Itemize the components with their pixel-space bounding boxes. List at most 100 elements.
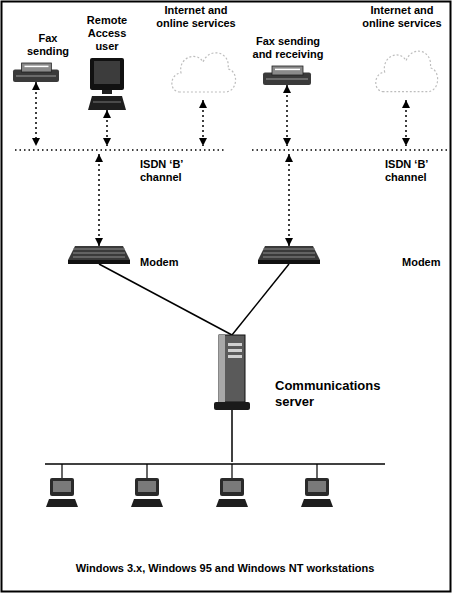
- modem-stripe: [263, 257, 315, 258]
- keyboard: [88, 96, 126, 110]
- device-node: Modem: [68, 246, 130, 264]
- modem-stripe: [73, 253, 125, 254]
- lan-drop: [146, 464, 147, 478]
- workstation-keyboard: [46, 499, 78, 507]
- cloud-outline: [376, 51, 438, 92]
- label-block: Internet and online services: [357, 4, 447, 30]
- lan-drop: [61, 464, 62, 478]
- device-node: Windows 3.x, Windows 95 and Windows NT w…: [30, 462, 420, 532]
- band-icon: [252, 146, 448, 154]
- label-block: Fax sending and receiving: [246, 35, 330, 61]
- isdn-link: [288, 154, 290, 246]
- screen: [94, 61, 120, 84]
- label-block: Windows 3.x, Windows 95 and Windows NT w…: [5, 562, 445, 575]
- monitor: [90, 58, 124, 90]
- label-block: ISDN ‘B’ channel: [140, 158, 202, 184]
- keyboard-row: [93, 102, 121, 103]
- label-block: ISDN ‘B’ channel: [385, 158, 445, 184]
- label-block: Modem: [402, 256, 446, 269]
- drive-slot: [228, 343, 242, 346]
- device-label: Internet and online services: [151, 4, 241, 30]
- server-icon: [214, 335, 250, 410]
- label-block: Fax sending: [20, 32, 76, 58]
- modem-icon: [68, 246, 130, 264]
- computer-icon: [88, 58, 126, 110]
- modem-stripe: [73, 249, 125, 250]
- paper-slot: [24, 66, 48, 68]
- label-block: Modem: [140, 256, 200, 269]
- workstation-monitor: [135, 478, 159, 496]
- drive-slot: [228, 349, 242, 352]
- isdn-line: [252, 149, 448, 151]
- device-node: Fax sending: [12, 62, 60, 82]
- device-label: Windows 3.x, Windows 95 and Windows NT w…: [5, 562, 445, 575]
- isdn-link: [286, 85, 288, 146]
- isdn-link: [98, 154, 100, 246]
- server-tower: [219, 335, 245, 402]
- device-label: Fax sending: [20, 32, 76, 58]
- workstation-screen: [53, 481, 71, 492]
- workstation-screen: [138, 481, 156, 492]
- device-label: Internet and online services: [357, 4, 447, 30]
- server-base: [214, 402, 250, 410]
- drive-slot: [228, 355, 242, 358]
- device-node: Remote Access user: [88, 58, 126, 110]
- label-block: Remote Access user: [79, 14, 135, 53]
- workstation-keyboard: [216, 499, 248, 507]
- fax-stripe: [266, 79, 308, 80]
- isdn-link: [405, 100, 407, 146]
- device-label: Communications server: [275, 378, 405, 410]
- isdn-link: [35, 82, 37, 146]
- fax-icon: [262, 65, 312, 85]
- device-node: ISDN ‘B’ channel: [252, 146, 448, 154]
- modem-icon: [258, 246, 320, 264]
- device-label: Modem: [402, 256, 446, 269]
- modem-base: [258, 260, 320, 264]
- isdn-line: [15, 149, 225, 151]
- fax-stripe: [16, 76, 56, 77]
- device-label: Remote Access user: [79, 14, 135, 53]
- device-node: Modem: [258, 246, 320, 264]
- cloud-icon: [372, 40, 440, 100]
- device-label: ISDN ‘B’ channel: [140, 158, 202, 184]
- workstation-keyboard: [301, 499, 333, 507]
- modem-stripe: [263, 253, 315, 254]
- band-icon: [15, 146, 225, 154]
- workstation-monitor: [220, 478, 244, 496]
- device-node: Internet and online services: [168, 42, 238, 100]
- modem-stripe: [73, 257, 125, 258]
- device-label: ISDN ‘B’ channel: [385, 158, 445, 184]
- modem-stripe: [263, 249, 315, 250]
- label-block: Internet and online services: [151, 4, 241, 30]
- modem-body: [258, 246, 320, 260]
- workstations-icon: [30, 462, 420, 532]
- fax-top: [22, 63, 52, 72]
- fax-top: [272, 66, 303, 75]
- isdn-link: [202, 100, 204, 146]
- network-link: [99, 264, 232, 335]
- modem-base: [68, 260, 130, 264]
- cloud-icon: [168, 42, 238, 100]
- workstation-monitor: [50, 478, 74, 496]
- device-label: Modem: [140, 256, 200, 269]
- workstation-keyboard: [131, 499, 163, 507]
- device-label: Fax sending and receiving: [246, 35, 330, 61]
- workstation-monitor: [305, 478, 329, 496]
- device-node: Fax sending and receiving: [262, 65, 312, 85]
- lan-bus: [45, 463, 385, 465]
- server-side: [219, 335, 225, 402]
- cloud-outline: [172, 53, 236, 92]
- fax-icon: [12, 62, 60, 82]
- device-node: ISDN ‘B’ channel: [15, 146, 225, 154]
- label-block: Communications server: [275, 378, 405, 410]
- isdn-link: [106, 110, 108, 146]
- device-node: Internet and online services: [372, 40, 440, 100]
- lan-drop: [316, 464, 317, 478]
- modem-body: [68, 246, 130, 260]
- network-link: [231, 410, 233, 462]
- lan-drop: [231, 464, 232, 478]
- device-node: Communications server: [214, 335, 250, 410]
- workstation-screen: [308, 481, 326, 492]
